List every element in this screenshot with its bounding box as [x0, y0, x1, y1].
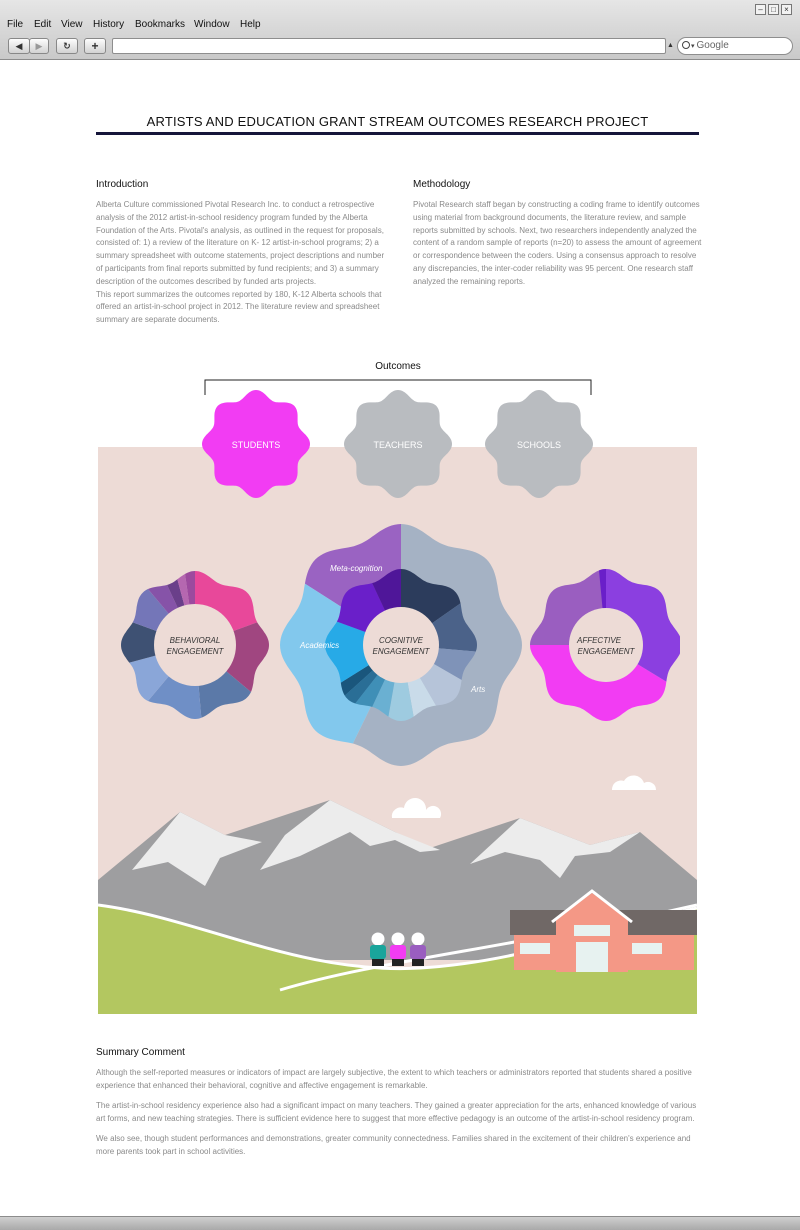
- methodology-heading: Methodology: [413, 179, 471, 190]
- cognitive-center: [363, 607, 439, 683]
- school-door: [576, 942, 608, 972]
- teachers-label: TEACHERS: [373, 440, 422, 450]
- reload-button[interactable]: ↻: [56, 38, 78, 54]
- schools-badge: [485, 390, 593, 498]
- title-divider: [96, 132, 699, 135]
- introduction-body-2: This report summarizes the outcomes repo…: [96, 289, 382, 325]
- outcomes-infographic: Outcomes STUDENTS TEACHERS SCHOOLS BEHAV…: [0, 355, 800, 1020]
- school-window-top: [574, 925, 610, 936]
- summary-heading: Summary Comment: [96, 1047, 185, 1058]
- teachers-badge: [344, 390, 452, 498]
- introduction-section: Introduction Alberta Culture commissione…: [96, 179, 386, 327]
- cognitive-label-line2: ENGAGEMENT: [373, 647, 431, 656]
- introduction-heading: Introduction: [96, 179, 149, 190]
- minimize-icon[interactable]: –: [755, 4, 766, 15]
- search-input[interactable]: ▾Google: [677, 37, 793, 55]
- window-controls: – □ ×: [755, 4, 792, 15]
- students-label: STUDENTS: [232, 440, 281, 450]
- cloud-right: [611, 775, 657, 790]
- menu-history[interactable]: History: [93, 19, 125, 30]
- menu-bookmarks[interactable]: Bookmarks: [135, 19, 186, 30]
- menu-edit[interactable]: Edit: [34, 19, 52, 30]
- status-bar: [0, 1216, 800, 1230]
- students-badge: [202, 390, 310, 498]
- new-tab-button[interactable]: +: [84, 38, 106, 54]
- cloud-center: [391, 797, 442, 818]
- summary-paragraph-2: The artist-in-school residency experienc…: [96, 1101, 697, 1123]
- behavioral-label-line1: BEHAVIORAL: [170, 636, 221, 645]
- address-bar[interactable]: [112, 38, 666, 54]
- plus-icon: +: [91, 39, 99, 53]
- schools-label: SCHOOLS: [517, 440, 561, 450]
- children-figures: [370, 932, 426, 966]
- behavioral-label-line2: ENGAGEMENT: [167, 647, 225, 656]
- outcomes-bracket: [204, 379, 592, 395]
- outcomes-illustration: Outcomes STUDENTS TEACHERS SCHOOLS BEHAV…: [98, 361, 697, 1014]
- chevron-down-icon[interactable]: ▲: [667, 42, 674, 49]
- methodology-section: Methodology Pivotal Research staff began…: [413, 179, 703, 289]
- back-button[interactable]: ◀: [8, 38, 30, 54]
- behavioral-center: [154, 604, 236, 686]
- page-title: ARTISTS AND EDUCATION GRANT STREAM OUTCO…: [146, 114, 649, 129]
- cognitive-label-line1: COGNITIVE: [379, 636, 424, 645]
- maximize-icon[interactable]: □: [768, 4, 779, 15]
- forward-button[interactable]: ▶: [29, 38, 49, 54]
- menu-bar: File Edit View History Bookmarks Window …: [0, 0, 800, 34]
- browser-chrome: File Edit View History Bookmarks Window …: [0, 0, 800, 60]
- metacognition-label: Meta-cognition: [330, 564, 383, 573]
- close-icon[interactable]: ×: [781, 4, 792, 15]
- back-arrow-icon: ◀: [15, 41, 23, 51]
- chevron-down-icon: ▾: [691, 43, 695, 50]
- summary-section: Summary Comment Although the self-report…: [96, 1047, 706, 1166]
- school-gable-trim: [551, 889, 633, 924]
- academics-label: Academics: [299, 641, 339, 650]
- search-placeholder: Google: [696, 40, 729, 51]
- affective-label-line2: ENGAGEMENT: [578, 647, 636, 656]
- cognitive-segment-6: [385, 645, 417, 721]
- menu-window[interactable]: Window: [194, 19, 230, 30]
- school-window-right: [632, 943, 662, 954]
- arts-label: Arts: [470, 685, 485, 694]
- snow-cap-right: [470, 818, 640, 878]
- menu-file[interactable]: File: [7, 19, 24, 30]
- outcomes-heading: Outcomes: [375, 361, 421, 372]
- menu-help[interactable]: Help: [240, 19, 261, 30]
- landscape: [98, 775, 697, 1014]
- snow-cap-center: [260, 800, 440, 870]
- reload-icon: ↻: [63, 41, 71, 51]
- forward-arrow-icon: ▶: [35, 41, 43, 51]
- methodology-body: Pivotal Research staff began by construc…: [413, 200, 702, 286]
- school-window-left: [520, 943, 550, 954]
- summary-paragraph-1: Although the self-reported measures or i…: [96, 1068, 692, 1090]
- menu-view[interactable]: View: [61, 19, 83, 30]
- introduction-body: Alberta Culture commissioned Pivotal Res…: [96, 200, 385, 286]
- affective-center: [569, 608, 643, 682]
- affective-label-line1: AFFECTIVE: [576, 636, 622, 645]
- snow-cap-left: [132, 812, 262, 886]
- search-icon: [682, 41, 690, 49]
- summary-paragraph-3: We also see, though student performances…: [96, 1134, 691, 1156]
- grass-hill: [98, 905, 697, 1014]
